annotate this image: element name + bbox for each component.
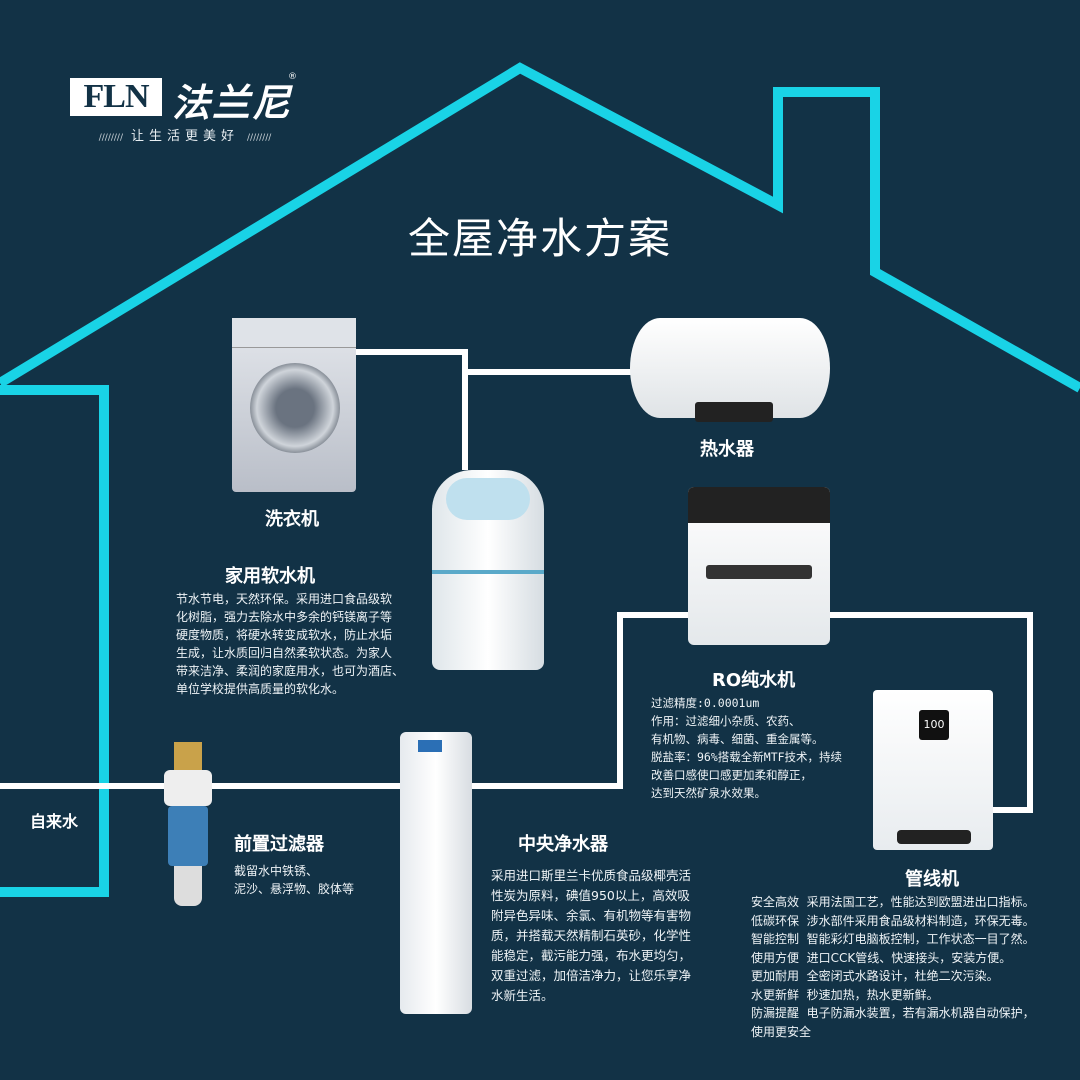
pipeline-machine-label: 管线机	[905, 869, 959, 890]
prefilter-description: 截留水中铁锈、泥沙、悬浮物、胶体等	[234, 864, 355, 896]
softener-description: 节水节电，天然环保。采用进口食品级软化树脂，强力去除水中多余的钙镁离子等硬度物质…	[176, 592, 405, 696]
house-outline	[0, 62, 1080, 897]
central-purifier-description: 采用进口斯里兰卡优质食品级椰壳活性炭为原料，碘值950以上，高效吸附异色异味、余…	[491, 868, 692, 1003]
feature-row: 水更新鲜 秒速加热，热水更新鲜。	[751, 987, 939, 1002]
tap-water-inlet-label: 自来水	[30, 812, 79, 831]
heater-display	[695, 402, 773, 422]
feature-row: 安全高效 采用法国工艺，性能达到欧盟进出口指标。	[751, 895, 1035, 909]
central-purifier-image	[400, 732, 472, 1014]
ro-purifier-image	[688, 487, 830, 645]
ro-label: RO纯水机	[712, 670, 796, 691]
water-heater-image	[630, 318, 830, 418]
page-title: 全屋净水方案	[407, 214, 672, 263]
registered-mark: ®	[288, 72, 297, 82]
feature-row: 使用方便 进口CCK管线、快速接头，安装方便。	[751, 950, 1012, 965]
feature-row: 使用更安全	[751, 1024, 812, 1039]
prefilter-image	[152, 742, 224, 912]
washing-machine-image	[232, 318, 356, 492]
pipeline-features: 安全高效 采用法国工艺，性能达到欧盟进出口指标。 低碳环保 涉水部件采用食品级材…	[751, 893, 1035, 1041]
pipeline-machine-image: 100	[873, 690, 993, 850]
water-pipes	[0, 349, 1033, 813]
logo-chinese: 法兰尼	[172, 81, 293, 125]
prefilter-label: 前置过滤器	[234, 834, 324, 855]
softener-label: 家用软水机	[225, 566, 315, 587]
washing-machine-label: 洗衣机	[265, 509, 319, 530]
water-softener-image	[432, 470, 544, 670]
central-purifier-label: 中央净水器	[518, 834, 608, 855]
water-heater-label: 热水器	[700, 439, 754, 460]
slogan: 让生活更美好	[70, 125, 300, 144]
feature-row: 低碳环保 涉水部件采用食品级材料制造，环保无毒。	[751, 913, 1035, 928]
pipeline-display: 100	[919, 710, 949, 740]
feature-row: 防漏提醒 电子防漏水装置，若有漏水机器自动保护，	[751, 1006, 1035, 1020]
feature-row: 智能控制 智能彩灯电脑板控制，工作状态一目了然。	[751, 932, 1035, 946]
feature-row: 更加耐用 全密闭式水路设计，杜绝二次污染。	[751, 969, 999, 983]
logo-fln: FLN	[70, 78, 162, 116]
